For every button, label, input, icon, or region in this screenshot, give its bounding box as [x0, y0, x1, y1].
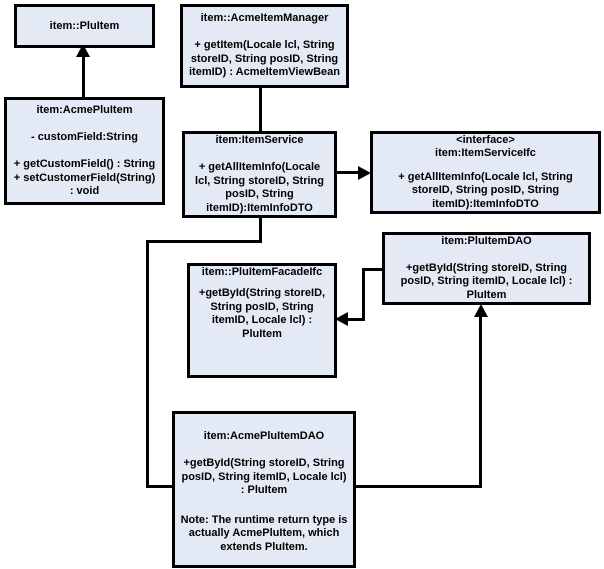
class-box-item-service[interactable]: item:ItemService + getAllItemInfo(Locale…: [182, 131, 337, 218]
class-members-acme-plu-item-dao: +getById(String storeID, String posID, S…: [181, 457, 347, 496]
class-box-plu-item[interactable]: item::PluItem: [14, 4, 155, 48]
class-members-acme-item-manager: + getItem(Locale lcl, String storeID, St…: [189, 39, 340, 79]
class-members-item-service-ifc: + getAllItemInfo(Locale lcl, String stor…: [398, 170, 573, 210]
generalization-arrowhead-up-icon: [474, 304, 488, 317]
class-members-plu-item-dao: +getById(String storeID, String posID, S…: [400, 261, 573, 301]
connector-plu-item-dao-down: [362, 268, 365, 320]
dependency-arrowhead-left-icon: [335, 312, 348, 326]
connector-acme-plu-item-to-plu-item: [82, 56, 85, 98]
connector-item-service-left: [146, 240, 262, 243]
connector-item-service-to-item-service-ifc: [336, 171, 362, 174]
class-attributes-acme-plu-item: - customField:String: [31, 130, 138, 143]
dependency-arrowhead-right-icon: [358, 166, 371, 180]
class-name-plu-item-dao: item:PluItemDAO: [441, 235, 532, 247]
class-box-item-service-ifc[interactable]: <interface> item:ItemServiceIfc + getAll…: [370, 131, 601, 214]
class-members-acme-plu-item: + getCustomField() : String + setCustome…: [13, 158, 156, 197]
class-box-acme-item-manager[interactable]: item::AcmeItemManager + getItem(Locale l…: [180, 4, 349, 88]
class-box-plu-item-dao[interactable]: item:PluItemDAO +getById(String storeID,…: [382, 232, 591, 305]
class-name-plu-item: item::PluItem: [49, 19, 120, 32]
class-note-acme-plu-item-dao: Note: The runtime return type is actuall…: [180, 513, 348, 553]
class-members-item-service: + getAllItemInfo(Locale lcl, String stor…: [195, 161, 324, 214]
connector-item-service-down: [259, 216, 262, 243]
class-name-plu-item-facade-ifc: item::PluItemFacadeIfc: [201, 266, 323, 278]
class-box-acme-plu-item[interactable]: item:AcmePluItem - customField:String + …: [4, 97, 165, 205]
class-name-item-service: item:ItemService: [215, 134, 304, 146]
connector-acme-plu-item-dao-up: [479, 317, 482, 488]
connector-acme-plu-item-dao-right: [354, 485, 482, 488]
connector-plu-item-dao-left: [362, 268, 384, 271]
class-members-plu-item-facade-ifc: +getById(String storeID, String posID, S…: [198, 287, 326, 340]
class-stereotype-item-service-ifc: <interface>: [456, 134, 515, 146]
class-name-acme-plu-item: item:AcmePluItem: [36, 103, 133, 116]
connector-acme-item-manager-to-item-service: [259, 86, 262, 133]
class-box-plu-item-facade-ifc[interactable]: item::PluItemFacadeIfc +getById(String s…: [187, 263, 337, 378]
class-name-item-service-ifc: item:ItemServiceIfc: [435, 147, 536, 159]
class-name-acme-plu-item-dao: item:AcmePluItemDAO: [203, 430, 325, 442]
connector-item-service-vertical-drop: [146, 240, 149, 488]
class-name-acme-item-manager: item::AcmeItemManager: [200, 12, 329, 25]
connector-into-acme-plu-item-dao: [146, 485, 178, 488]
class-box-acme-plu-item-dao[interactable]: item:AcmePluItemDAO +getById(String stor…: [172, 411, 356, 568]
connector-to-plu-item-facade-ifc: [348, 318, 365, 321]
